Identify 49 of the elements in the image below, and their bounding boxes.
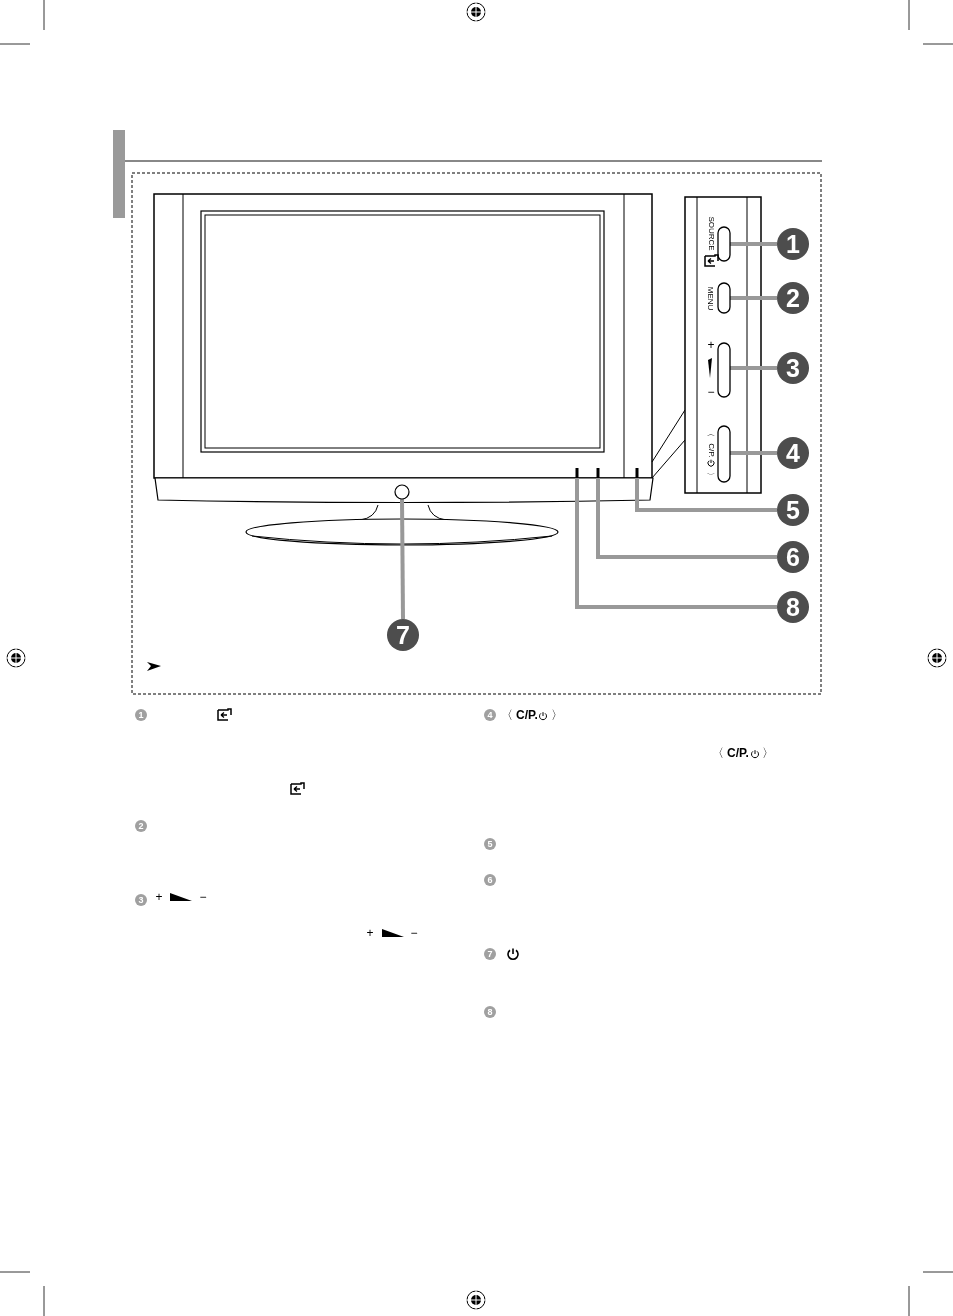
callout-number: 3: [777, 352, 809, 384]
leader-line: [596, 478, 777, 559]
button-label: 〉: [705, 471, 715, 479]
callout-number: 7: [387, 619, 419, 651]
callout-number: 4: [777, 437, 809, 469]
callout-number: 5: [484, 838, 496, 850]
leader-line: [400, 499, 405, 619]
sensor-mark: [635, 468, 639, 478]
symbol-label: C/P.: [727, 746, 749, 760]
callout-number: 6: [777, 541, 809, 573]
button-label: −: [707, 385, 715, 399]
symbol-label: C/P.: [516, 708, 538, 722]
symbol-label: 〉: [762, 746, 774, 760]
callout-number: 3: [135, 894, 147, 906]
leader-line: [730, 366, 777, 370]
panel-button: [717, 226, 731, 262]
panel-button: [717, 425, 731, 483]
symbol-label: +: [155, 890, 163, 904]
power-button: [394, 484, 410, 500]
symbol-label: 〈: [501, 708, 513, 722]
symbol-label: 〉: [551, 708, 563, 722]
button-label: +: [707, 338, 715, 352]
panel-button: [717, 342, 731, 398]
symbol-label: 〈: [712, 746, 724, 760]
button-label: MENU: [706, 286, 716, 310]
leader-line: [635, 478, 777, 512]
callout-number: 4: [484, 709, 496, 721]
symbol-label: −: [199, 890, 207, 904]
leader-line: [575, 478, 777, 609]
panel-button: [717, 282, 731, 314]
sensor-mark: [575, 468, 579, 478]
callout-number: 8: [777, 591, 809, 623]
callout-number: 1: [135, 709, 147, 721]
button-label: C/P.: [706, 442, 716, 458]
leader-line: [730, 242, 777, 246]
sensor-mark: [596, 468, 600, 478]
symbol-label: +: [366, 926, 374, 940]
symbol-label: −: [410, 926, 418, 940]
callout-number: 1: [777, 228, 809, 260]
button-label: 〈: [705, 428, 715, 436]
callout-number: 8: [484, 1006, 496, 1018]
callout-number: 2: [135, 820, 147, 832]
callout-number: 7: [484, 948, 496, 960]
leader-line: [730, 296, 777, 300]
leader-line: [730, 451, 777, 455]
button-label: SOURCE: [706, 215, 716, 251]
callout-number: 6: [484, 874, 496, 886]
callout-number: 5: [777, 494, 809, 526]
callout-number: 2: [777, 282, 809, 314]
